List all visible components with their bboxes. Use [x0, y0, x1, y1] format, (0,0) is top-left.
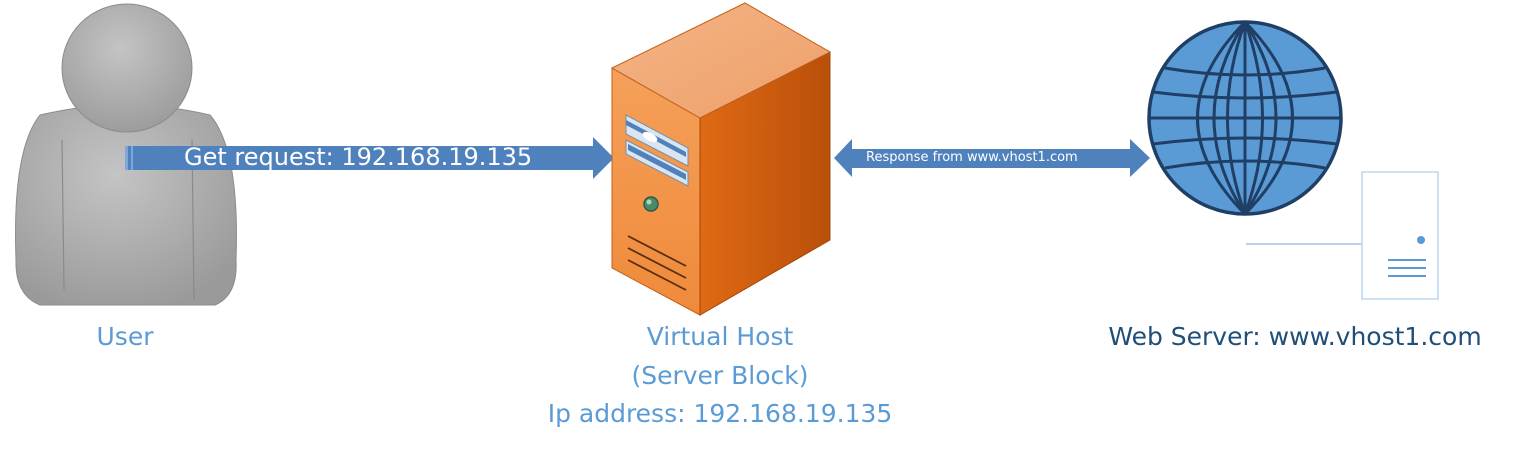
globe-icon — [1147, 20, 1343, 216]
request-arrow-label: Get request: 192.168.19.135 — [184, 143, 533, 171]
web-server-label: Web Server: www.vhost1.com — [1108, 322, 1482, 351]
response-arrow-label: Response from www.vhost1.com — [866, 150, 1078, 165]
response-arrow — [834, 139, 1150, 177]
request-arrow — [125, 137, 614, 179]
virtual-host-title: Virtual Host — [646, 322, 794, 351]
server-tower-icon — [610, 2, 832, 316]
virtual-host-ip: Ip address: 192.168.19.135 — [547, 399, 893, 428]
server-icon — [1246, 171, 1439, 300]
user-label: User — [96, 322, 154, 351]
virtual-host-subtitle: (Server Block) — [631, 361, 809, 390]
